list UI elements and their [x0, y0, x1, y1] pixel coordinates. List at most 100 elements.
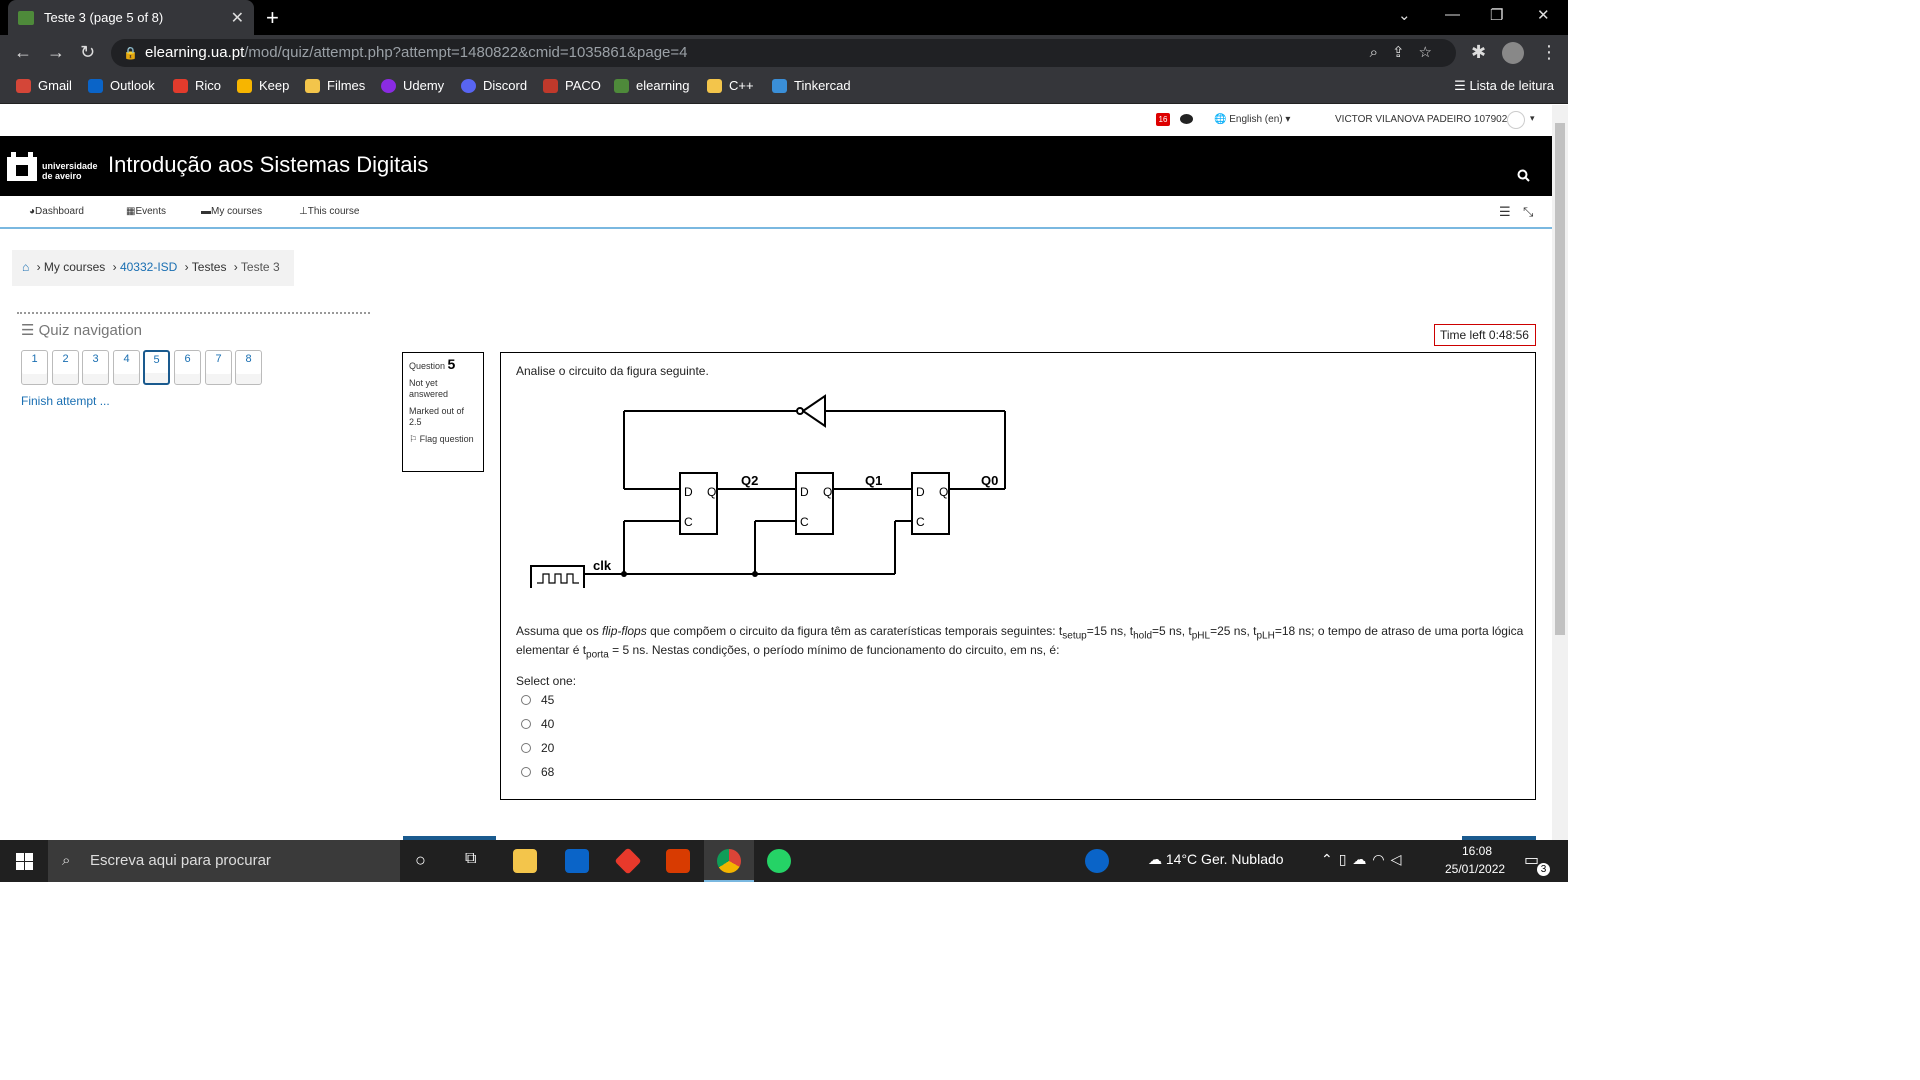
finish-attempt-link[interactable]: Finish attempt ... — [21, 394, 110, 408]
profile-avatar[interactable] — [1502, 42, 1524, 64]
radio-button[interactable] — [521, 743, 531, 753]
bookmark-label: Discord — [483, 78, 528, 93]
close-tab-icon[interactable]: ✕ — [230, 9, 244, 27]
language-menu[interactable]: 🌐 English (en) ▾ — [1214, 114, 1291, 125]
quiz-nav-button-7[interactable]: 7 — [205, 350, 232, 385]
answer-option-1[interactable]: 45 — [521, 693, 554, 707]
list-toggle-icon[interactable]: ☰ — [1499, 204, 1511, 219]
ff2-d-label: D — [684, 485, 693, 499]
breadcrumb-testes[interactable]: Testes — [191, 260, 227, 274]
subscript-plh: pLH — [1256, 630, 1275, 642]
extensions-icon[interactable]: ✱ — [1471, 42, 1487, 62]
office-icon[interactable] — [666, 849, 690, 873]
bookmark-tinkercad[interactable]: Tinkercad — [772, 78, 851, 93]
file-explorer-icon[interactable] — [513, 849, 537, 873]
clk-node-2 — [752, 571, 758, 577]
forward-button[interactable]: → — [47, 42, 65, 62]
logo-line-1: universidade — [42, 161, 98, 171]
cortana-icon[interactable]: ○ — [415, 850, 426, 870]
user-avatar[interactable] — [1507, 111, 1525, 129]
next-page-button[interactable] — [1462, 836, 1536, 840]
anydesk-icon[interactable] — [614, 847, 642, 875]
reload-button[interactable]: ↻ — [80, 42, 96, 62]
url-bar[interactable]: 🔒 elearning.ua.pt/mod/quiz/attempt.php?a… — [111, 39, 1456, 67]
help-icon[interactable] — [1085, 849, 1109, 873]
previous-page-button[interactable] — [403, 836, 496, 840]
browser-menu-icon[interactable]: ⋮ — [1540, 42, 1558, 62]
browser-tab[interactable]: Teste 3 (page 5 of 8) ✕ — [8, 0, 254, 35]
bookmark-filmes[interactable]: Filmes — [305, 78, 365, 93]
globe-icon: 🌐 — [1214, 114, 1227, 125]
flag-question[interactable]: ⚐ Flag question — [409, 434, 477, 445]
answer-option-2[interactable]: 40 — [521, 717, 554, 731]
notification-center-icon[interactable]: ▭ — [1524, 852, 1540, 869]
bookmark-outlook[interactable]: Outlook — [88, 78, 155, 93]
radio-button[interactable] — [521, 767, 531, 777]
discord-icon — [461, 78, 476, 93]
radio-button[interactable] — [521, 695, 531, 705]
nav-label: My courses — [211, 206, 263, 217]
quiz-nav-button-8[interactable]: 8 — [235, 350, 262, 385]
quiz-nav-button-6[interactable]: 6 — [174, 350, 201, 385]
quiz-nav-button-3[interactable]: 3 — [82, 350, 109, 385]
bookmark-discord[interactable]: Discord — [461, 78, 527, 93]
task-view-icon[interactable]: ⧉ — [465, 850, 477, 867]
bookmark-elearning[interactable]: elearning — [614, 78, 690, 93]
course-title[interactable]: Introdução aos Sistemas Digitais — [108, 152, 429, 177]
page-scrollbar[interactable] — [1552, 105, 1568, 840]
bookmark-paco[interactable]: PACO — [543, 78, 601, 93]
search-icon[interactable] — [1517, 169, 1530, 182]
quiz-nav-button-4[interactable]: 4 — [113, 350, 140, 385]
whatsapp-icon[interactable] — [767, 849, 791, 873]
close-window-button[interactable]: ✕ — [1537, 7, 1550, 24]
quiz-navigation: ☰ Quiz navigation 1 2 3 4 5 6 7 8 Finish… — [17, 312, 370, 408]
bookmark-cpp[interactable]: C++ — [707, 78, 754, 93]
nav-label: Dashboard — [35, 206, 84, 217]
clock-date[interactable]: 25/01/2022 — [1445, 862, 1506, 876]
bookmark-keep[interactable]: Keep — [237, 78, 289, 93]
answer-option-4[interactable]: 68 — [521, 765, 554, 779]
nav-this-course[interactable]: ⊥This course — [299, 206, 359, 217]
home-icon[interactable]: ⌂ — [22, 260, 30, 274]
collapse-icon[interactable]: ⤡ — [1523, 204, 1534, 219]
microsoft-store-icon[interactable] — [565, 849, 589, 873]
messages-icon[interactable] — [1180, 114, 1193, 124]
user-menu-caret-icon[interactable]: ▾ — [1530, 113, 1535, 123]
answer-option-3[interactable]: 20 — [521, 741, 554, 755]
taskbar-search[interactable]: ⌕ Escreva aqui para procurar — [48, 840, 400, 882]
breadcrumb-my-courses[interactable]: My courses — [43, 260, 106, 274]
page-content: 16 🌐 English (en) ▾ VICTOR VILANOVA PADE… — [0, 105, 1552, 840]
bookmark-udemy[interactable]: Udemy — [381, 78, 444, 93]
minimize-button[interactable]: — — [1445, 6, 1460, 23]
back-button[interactable]: ← — [14, 42, 32, 62]
quiz-nav-button-5[interactable]: 5 — [143, 350, 170, 385]
url-action-icons[interactable]: ⌕⇪☆ — [1369, 44, 1446, 61]
ff1-d-label: D — [800, 485, 809, 499]
nav-my-courses[interactable]: ▬My courses — [201, 206, 262, 217]
bookmarks-bar: Gmail Outlook Rico Keep Filmes Udemy Dis… — [0, 71, 1568, 104]
question-status: Not yet answered — [409, 378, 449, 399]
weather-widget[interactable]: ☁ 14°C Ger. Nublado — [1148, 851, 1284, 868]
notification-badge[interactable]: 16 — [1156, 113, 1170, 126]
new-tab-button[interactable]: + — [266, 5, 279, 30]
bookmark-gmail[interactable]: Gmail — [16, 78, 72, 93]
system-tray-icons[interactable]: ⌃▯☁◠◁ — [1321, 851, 1408, 867]
clock-time[interactable]: 16:08 — [1462, 844, 1493, 858]
chrome-icon — [717, 849, 741, 873]
nav-events[interactable]: ▦Events — [126, 206, 166, 217]
user-bar: 16 🌐 English (en) ▾ VICTOR VILANOVA PADE… — [0, 105, 1552, 136]
scrollbar-thumb[interactable] — [1555, 123, 1565, 635]
chrome-taskbar-button[interactable] — [704, 840, 754, 882]
breadcrumb-course[interactable]: 40332-ISD — [119, 260, 178, 274]
tab-search-icon[interactable]: ⌄ — [1398, 7, 1411, 24]
reading-list[interactable]: ☰ Lista de leitura — [1454, 78, 1554, 94]
windows-start-icon[interactable] — [16, 853, 33, 870]
nav-dashboard[interactable]: ◕Dashboard — [29, 206, 84, 217]
radio-button[interactable] — [521, 719, 531, 729]
user-name[interactable]: VICTOR VILANOVA PADEIRO 107902 — [1335, 114, 1508, 125]
bookmark-label: elearning — [636, 78, 690, 93]
restore-button[interactable]: ❐ — [1490, 7, 1504, 24]
bookmark-rico[interactable]: Rico — [173, 78, 221, 93]
quiz-nav-button-2[interactable]: 2 — [52, 350, 79, 385]
quiz-nav-button-1[interactable]: 1 — [21, 350, 48, 385]
